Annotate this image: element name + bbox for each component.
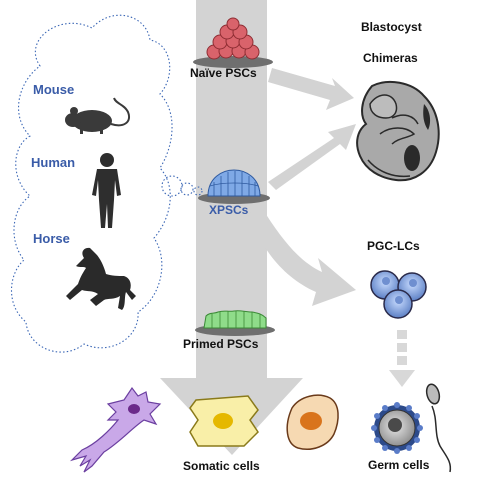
xpsc-colony-icon [198, 169, 270, 204]
germ-label: Germ cells [368, 458, 430, 472]
species-human-label: Human [31, 155, 75, 170]
species-horse-label: Horse [33, 231, 70, 246]
naive-colony-icon [193, 17, 273, 68]
primed-colony-icon [195, 310, 275, 336]
sperm-icon [425, 383, 452, 473]
neuron-icon [69, 386, 162, 473]
epithelial-cell-icon [189, 395, 259, 447]
embryo-icon [356, 80, 440, 182]
species-mouse-label: Mouse [33, 82, 74, 97]
naive-label: Naïve PSCs [190, 66, 257, 80]
mouse-icon [65, 97, 130, 134]
horse-icon [66, 247, 136, 310]
chimeras-label: Chimeras [363, 51, 418, 65]
primed-label: Primed PSCs [183, 337, 259, 351]
species-cloud [11, 14, 203, 353]
arrow-xpsc-to-pgclc [248, 208, 356, 306]
fibroblast-cell-icon [286, 394, 339, 450]
arrow-pgclc-to-germ [389, 330, 415, 387]
pgclc-label: PGC-LCs [367, 239, 420, 253]
somatic-label: Somatic cells [183, 459, 260, 473]
arrow-xpsc-to-chimeras [268, 124, 356, 190]
arrow-naive-to-chimeras [268, 68, 354, 110]
germ-cell-icon [371, 402, 423, 454]
human-icon [92, 153, 121, 228]
pgclc-cells-icon [370, 270, 427, 319]
xpscs-label: XPSCs [209, 203, 249, 217]
blastocyst-label: Blastocyst [361, 20, 422, 34]
